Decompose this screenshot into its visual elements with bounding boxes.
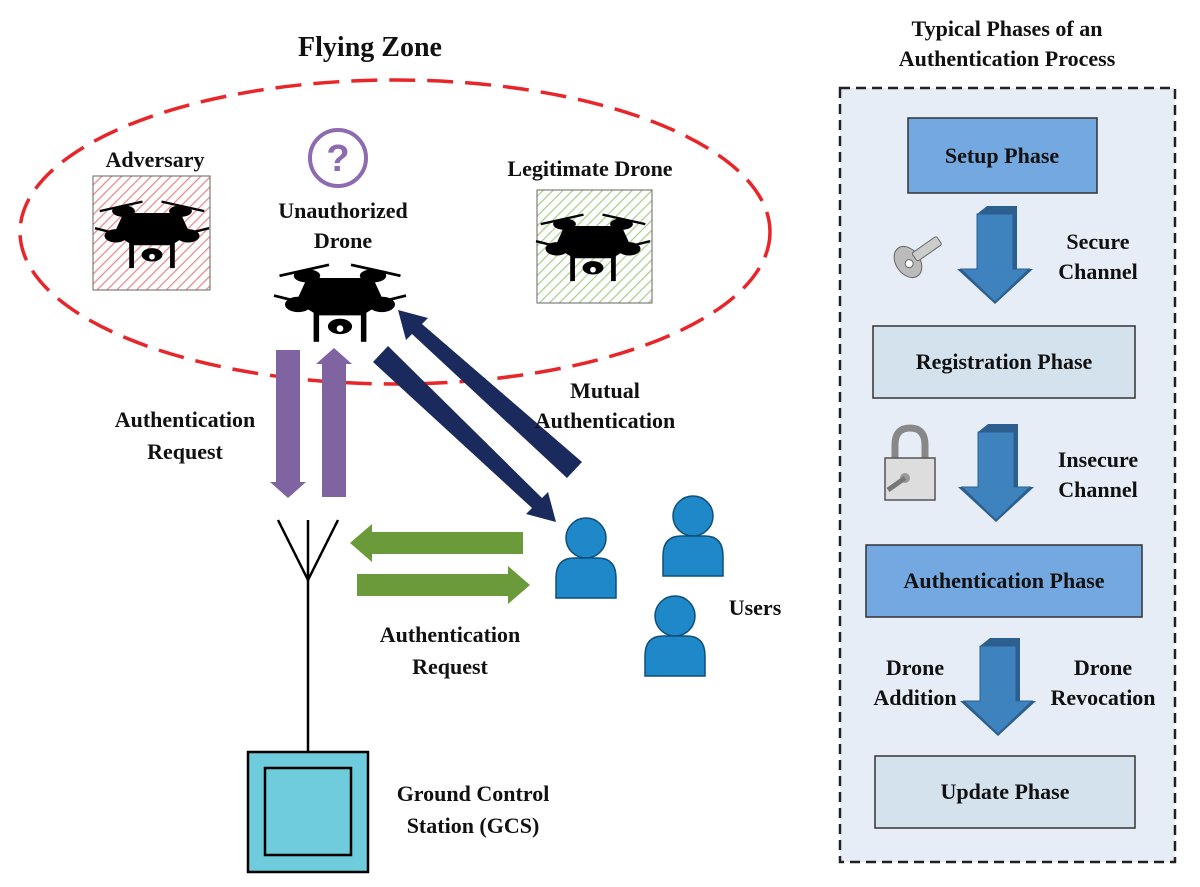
unauthorized-drone-icon: [272, 263, 408, 344]
mutual-auth-2: Authentication: [535, 408, 676, 433]
legitimate-label: Legitimate Drone: [507, 156, 672, 181]
user-icon: [555, 517, 617, 599]
navy-arrow-down: [373, 346, 556, 522]
green-arrow-right: [357, 566, 530, 604]
lock-icon: [884, 424, 936, 501]
user-icon: [662, 495, 724, 577]
users-label: Users: [729, 595, 782, 620]
update-phase-box: [874, 755, 1136, 829]
drone-addition-1: Drone: [886, 655, 944, 680]
adversary-label: Adversary: [106, 147, 205, 172]
question-mark: ?: [326, 138, 349, 180]
purple-arrow-down: [270, 350, 306, 498]
unauthorized-label-2: Drone: [314, 228, 372, 253]
auth-request-vertical-2: Request: [147, 439, 223, 464]
secure-channel-2: Channel: [1058, 259, 1137, 284]
flying-zone-title: Flying Zone: [298, 32, 442, 63]
setup-phase-box: [907, 117, 1098, 194]
registration-phase-label: Registration Phase: [916, 349, 1093, 374]
panel-title-2: Authentication Process: [899, 46, 1116, 71]
navy-arrow-up: [398, 310, 582, 478]
green-arrow-left: [350, 524, 523, 562]
gcs-label-1: Ground Control: [397, 781, 550, 806]
question-icon: [308, 128, 368, 188]
key-icon: [893, 236, 942, 279]
setup-phase-label: Setup Phase: [945, 143, 1060, 168]
auth-request-horizontal-2: Request: [412, 654, 488, 679]
insecure-channel-1: Insecure: [1058, 447, 1138, 472]
authentication-phase-box: [865, 544, 1143, 618]
authentication-phase-label: Authentication Phase: [903, 568, 1104, 593]
secure-channel-1: Secure: [1066, 229, 1129, 254]
registration-phase-box: [872, 325, 1136, 399]
drone-addition-2: Addition: [873, 685, 956, 710]
mutual-auth-1: Mutual: [570, 378, 640, 403]
purple-arrow-up: [316, 348, 352, 497]
drone-revocation-2: Revocation: [1050, 685, 1155, 710]
drone-revocation-1: Drone: [1074, 655, 1132, 680]
auth-request-vertical-1: Authentication: [115, 407, 256, 432]
update-phase-label: Update Phase: [941, 779, 1070, 804]
gcs-label-2: Station (GCS): [407, 813, 540, 838]
unauthorized-label-1: Unauthorized: [278, 198, 408, 223]
user-icon: [644, 595, 706, 677]
auth-request-horizontal-1: Authentication: [380, 622, 521, 647]
flying-zone-boundary: [18, 78, 772, 386]
insecure-channel-2: Channel: [1058, 477, 1137, 502]
antenna-icon: [276, 519, 340, 752]
panel-title-1: Typical Phases of an: [912, 16, 1103, 41]
